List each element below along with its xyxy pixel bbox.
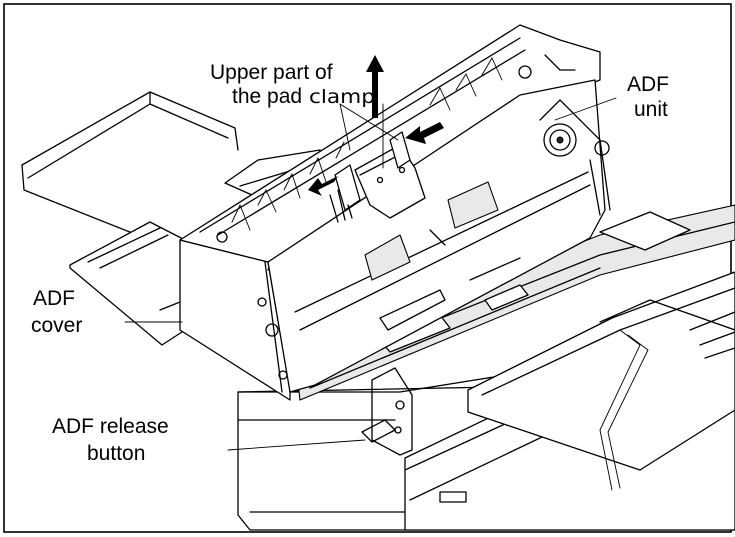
adf-lid (179, 24, 601, 263)
release-arrow-left (308, 176, 338, 196)
release-arrow-right (405, 122, 444, 144)
pad-clamp (329, 131, 426, 223)
adf-unit (267, 79, 611, 393)
label-clamp: clamp (309, 86, 375, 108)
leader-lines (124, 97, 617, 451)
label-the-pad: the pad (232, 85, 302, 108)
adf-release-button (361, 367, 413, 456)
output-tray (467, 271, 735, 491)
wire-paper-tray (21, 91, 239, 241)
label-button: button (87, 442, 145, 465)
figure-border (3, 3, 732, 533)
transport-path (294, 204, 735, 401)
label-adf-cover-2: cover (31, 314, 82, 337)
label-adf-cover-1: ADF (33, 287, 75, 310)
label-adf-release: ADF release (52, 415, 169, 438)
label-adf-unit-2: unit (634, 98, 668, 121)
label-adf-unit-1: ADF (627, 73, 669, 96)
up-arrow (366, 55, 384, 118)
document-input-tray (69, 149, 321, 346)
label-upper-part-of: Upper part of (210, 61, 333, 84)
